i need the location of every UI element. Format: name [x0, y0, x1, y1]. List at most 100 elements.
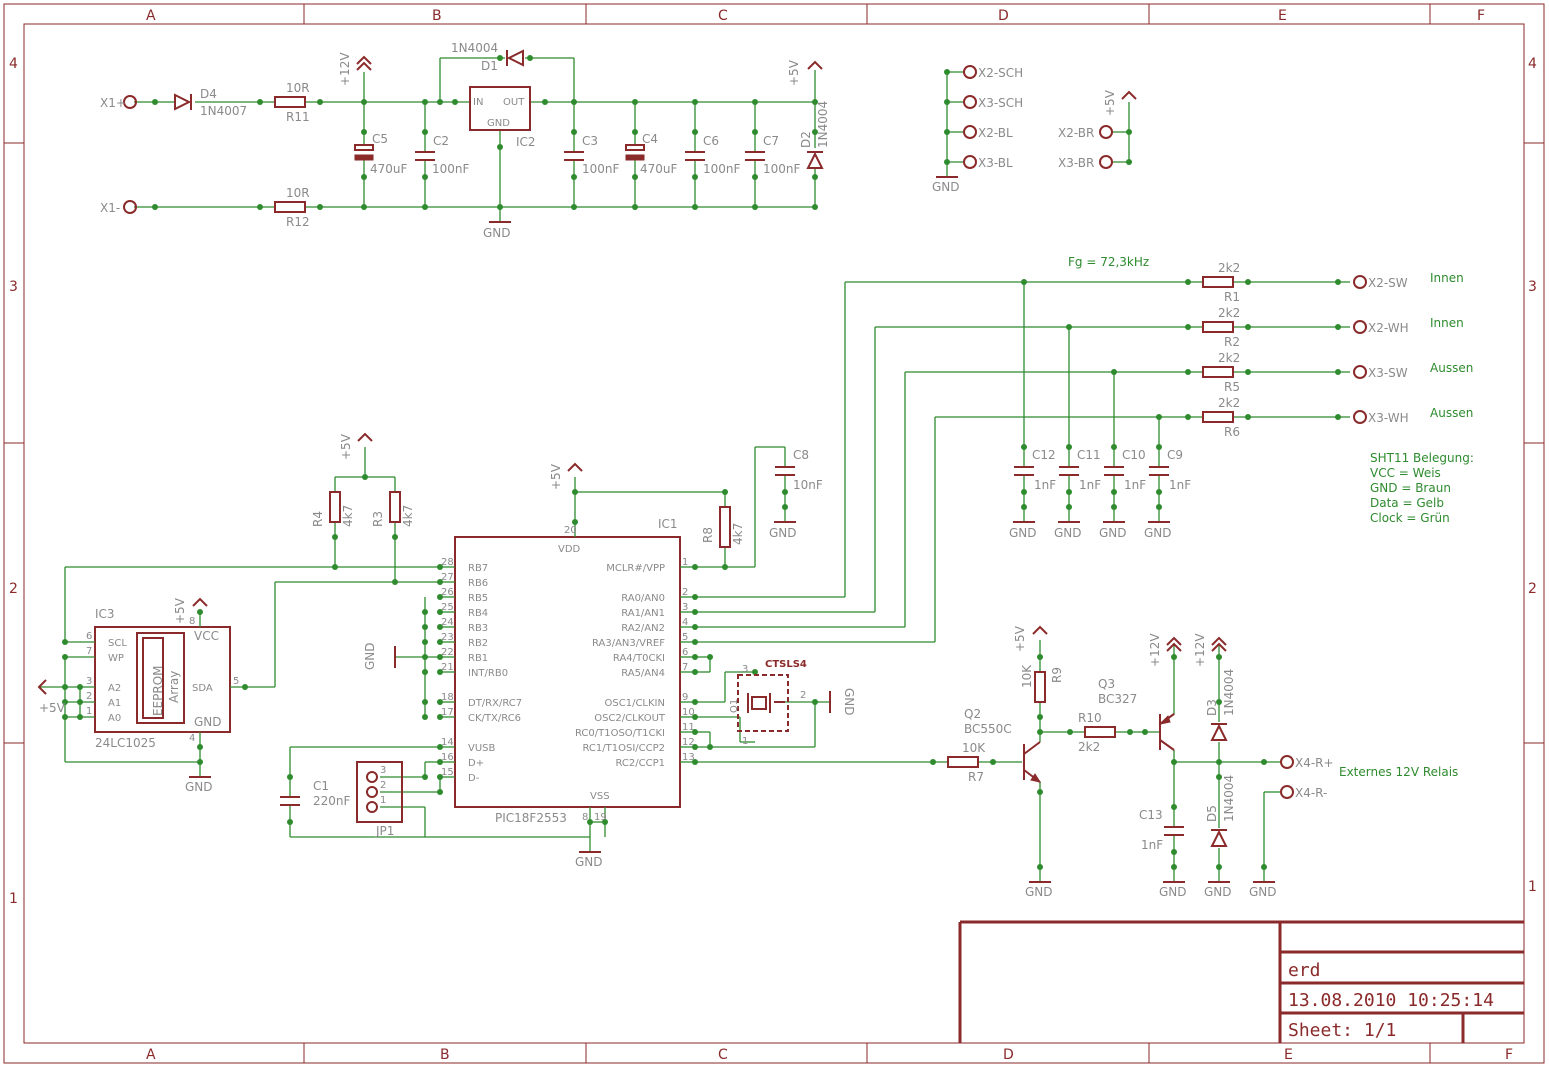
svg-text:6: 6 — [86, 631, 92, 642]
sht11-note-line-4: Data = Gelb — [1370, 496, 1444, 510]
ic1-pin-label: D- — [468, 773, 480, 784]
sht11-pinout-note: SHT11 Belegung: VCC = Weis GND = Braun D… — [1370, 451, 1474, 525]
diode-d5: D5 1N4004 — [1205, 775, 1236, 847]
transistor-q3: Q3 BC327 — [1098, 677, 1175, 751]
ic2-gnd-label: GND — [483, 226, 511, 240]
sensor-connectors: X2-SCH X3-SCH X2-BL X3-BL X2-BR X3-BR GN… — [932, 65, 1137, 194]
ic1-pin-label: OSC2/CLKOUT — [594, 713, 666, 724]
q1-part: CTSLS4 — [765, 659, 807, 670]
c7-ref: C7 — [763, 134, 779, 148]
x3-sw-label: X3-SW — [1368, 366, 1408, 380]
r8-ref: R8 — [701, 527, 715, 543]
ic1-pin-label: RB1 — [468, 653, 488, 664]
c5-ref: C5 — [372, 132, 388, 146]
c9-ref: C9 — [1167, 448, 1183, 462]
resistor-r8 — [719, 506, 731, 548]
ic1-pin-label: D+ — [468, 758, 484, 769]
x1-minus-label: X1- — [100, 201, 120, 215]
col-label-c-bottom: C — [718, 1047, 728, 1063]
resonator-q1: Q1 CTSLS4 312 — [729, 659, 807, 747]
x1-plus-terminal — [123, 95, 137, 109]
x3-sch-label: X3-SCH — [978, 96, 1023, 110]
rb-gnd-label: GND — [363, 642, 377, 670]
svg-text:7: 7 — [86, 646, 92, 657]
capacitor-c5: C5 470uF — [354, 132, 408, 176]
ic1-pin-label: RB6 — [468, 578, 488, 589]
col-label-a-bottom: A — [146, 1047, 156, 1063]
resistor-r10 — [1084, 726, 1116, 738]
regulator-ic2: IN OUT GND IC2 — [469, 86, 536, 149]
resistor-r3 — [389, 491, 401, 523]
c1-value: 220nF — [313, 794, 351, 808]
q2-5v-label: +5V — [1013, 625, 1027, 652]
col-label-f: F — [1477, 8, 1485, 24]
external-relay-note: Externes 12V Relais — [1339, 765, 1458, 779]
capacitor-c3: C3 100nF — [564, 134, 620, 176]
jumper-jp1: JP1 321 — [356, 761, 403, 838]
ic1-pin-label: RA3/AN3/VREF — [592, 638, 665, 649]
r12-value: 10R — [286, 186, 310, 200]
x3-bl-label: X3-BL — [978, 156, 1013, 170]
relay-driver: +5V 10K R9 10K R7 Q2 BC550C R10 2k2 Q3 B… — [695, 625, 1458, 899]
svg-text:20: 20 — [564, 525, 577, 536]
innen-note-2: Innen — [1430, 316, 1464, 330]
x1-minus-terminal — [123, 200, 137, 214]
q2-value: BC550C — [964, 722, 1012, 736]
col-label-b: B — [432, 8, 442, 24]
row-label-3-right: 3 — [1528, 279, 1537, 295]
svg-text:22: 22 — [441, 647, 454, 658]
r2-value: 2k2 — [1218, 306, 1240, 320]
x2-sw-label: X2-SW — [1368, 276, 1408, 290]
col-label-b-bottom: B — [440, 1047, 450, 1063]
d3-value: 1N4004 — [1222, 669, 1236, 716]
r5-value: 2k2 — [1218, 351, 1240, 365]
q3-ref: Q3 — [1098, 677, 1115, 691]
ic1-pin-label: VUSB — [468, 743, 496, 754]
d5-value: 1N4004 — [1222, 775, 1236, 822]
aussen-note-2: Aussen — [1430, 406, 1473, 420]
svg-text:21: 21 — [441, 662, 454, 673]
power-supply: X1+ X1- D4 1N4007 10R R11 10R R12 +12V C… — [100, 41, 830, 240]
ic3-body — [94, 626, 231, 733]
svg-text:1: 1 — [682, 557, 688, 568]
ic1-pin-label: DT/RX/RC7 — [468, 698, 522, 709]
svg-text:6: 6 — [682, 647, 688, 658]
r1-value: 2k2 — [1218, 261, 1240, 275]
sht11-note-line-5: Clock = Grün — [1370, 511, 1450, 525]
ic1-pin-label: RB2 — [468, 638, 488, 649]
svg-text:19: 19 — [594, 812, 607, 823]
svg-text:5: 5 — [233, 676, 239, 687]
ic3-ref: IC3 — [95, 607, 115, 621]
svg-text:27: 27 — [441, 572, 454, 583]
svg-text:28: 28 — [441, 557, 454, 568]
svg-text:24: 24 — [441, 617, 454, 628]
ic1-pin-label: RC2/CCP1 — [615, 758, 665, 769]
svg-text:26: 26 — [441, 587, 454, 598]
r11-value: 10R — [286, 81, 310, 95]
eeprom-section: IC3 24LC1025 SCL WP A2 A1 A0 VCC SDA GND… — [37, 567, 276, 794]
svg-text:8: 8 — [189, 616, 195, 627]
svg-text:8: 8 — [582, 812, 588, 823]
c6-ref: C6 — [703, 134, 719, 148]
ic1-pin-label: RA1/AN1 — [621, 608, 665, 619]
r9-value: 10K — [1020, 664, 1034, 688]
capacitor-c7: C7 100nF — [745, 134, 801, 176]
r7-value: 10K — [962, 741, 986, 755]
r1-ref: R1 — [1224, 290, 1240, 304]
resistor-r1 — [1202, 276, 1234, 288]
resistor-r9 — [1034, 671, 1046, 703]
svg-text:17: 17 — [441, 707, 454, 718]
ic2-gnd-pin: GND — [487, 118, 510, 129]
sht11-note-line-2: VCC = Weis — [1370, 466, 1441, 480]
svg-text:3: 3 — [86, 676, 92, 687]
c8-value: 10nF — [793, 478, 823, 492]
ic1-pin-label: RA0/AN0 — [621, 593, 665, 604]
x2-wh-label: X2-WH — [1368, 321, 1409, 335]
c10-ref: C10 — [1122, 448, 1146, 462]
row-label-2-right: 2 — [1528, 581, 1537, 597]
ic3-gnd-pin: GND — [194, 715, 222, 729]
x4-r-minus-label: X4-R- — [1295, 786, 1327, 800]
c10-value: 1nF — [1124, 478, 1146, 492]
r9-ref: R9 — [1050, 667, 1064, 683]
ic3-gnd-label: GND — [185, 780, 213, 794]
